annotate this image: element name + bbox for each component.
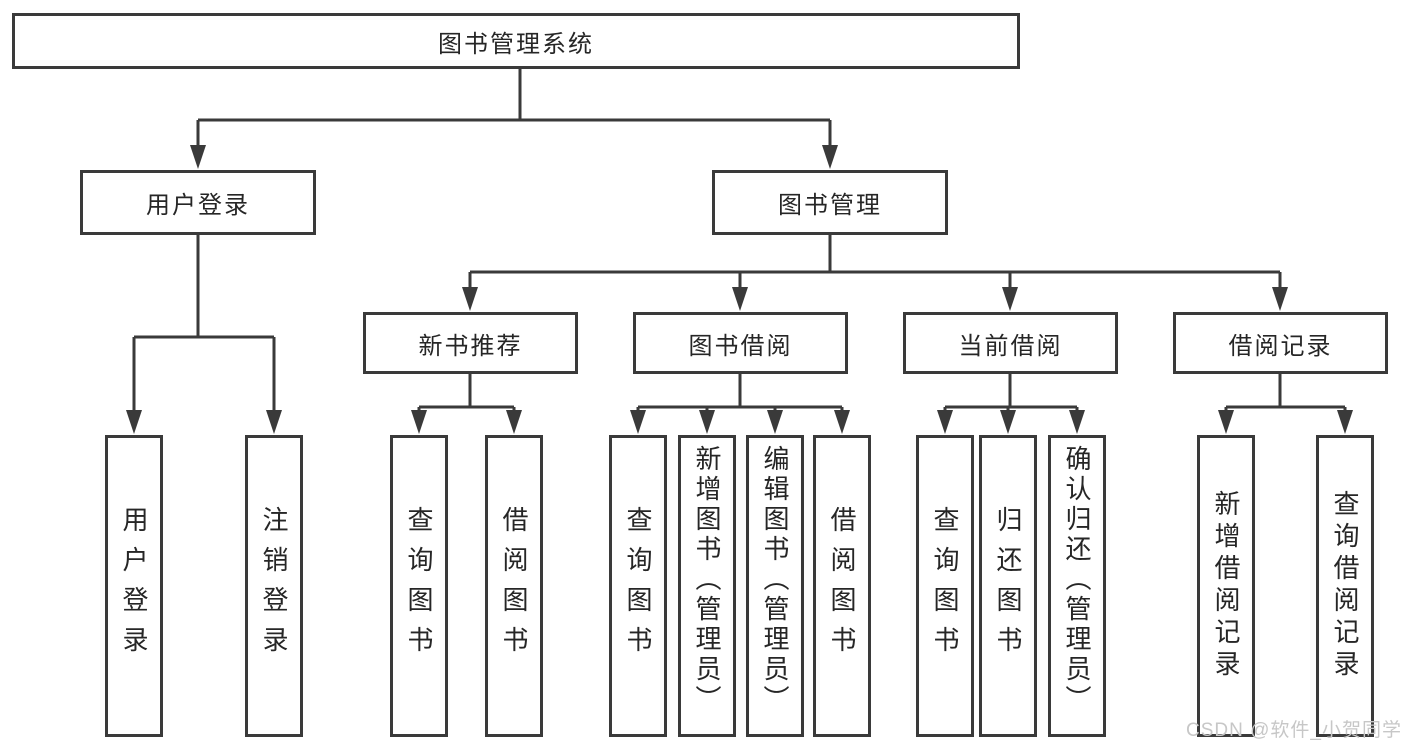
leaf-label: 注销登录 <box>259 506 289 666</box>
connector-userlogin-to-leaves <box>132 235 276 415</box>
arrowhead <box>126 410 142 434</box>
leaf-label: 查询借阅记录 <box>1330 490 1360 682</box>
arrowhead <box>190 145 206 169</box>
arrowhead <box>937 410 953 434</box>
leaf-confirm-return-admin: 确认归还（管理员） <box>1048 435 1106 737</box>
arrowhead <box>1337 410 1353 434</box>
leaf-query-borrow-record: 查询借阅记录 <box>1316 435 1374 737</box>
leaf-logout: 注销登录 <box>245 435 303 737</box>
node-label: 用户登录 <box>146 192 250 219</box>
connector-newbook-to-leaves <box>417 374 516 416</box>
connector-root-to-level2 <box>196 69 832 150</box>
node-label: 当前借阅 <box>958 332 1063 360</box>
node-borrowing-records: 借阅记录 <box>1173 312 1388 374</box>
leaf-label: 用户登录 <box>119 506 149 666</box>
node-new-book-recommendation: 新书推荐 <box>363 312 578 374</box>
node-label: 新书推荐 <box>418 332 523 360</box>
leaf-query-books-current: 查询图书 <box>916 435 974 737</box>
leaf-add-book-admin: 新增图书（管理员） <box>678 435 736 737</box>
node-label: 图书管理 <box>778 192 882 219</box>
leaf-label: 查询图书 <box>930 506 960 666</box>
arrowhead <box>1218 410 1234 434</box>
leaf-label: 借阅图书 <box>499 506 529 666</box>
leaf-label: 归还图书 <box>993 506 1023 666</box>
leaf-query-books-borrow: 查询图书 <box>609 435 667 737</box>
leaf-label: 查询图书 <box>404 506 434 666</box>
arrowhead <box>1272 287 1288 311</box>
node-current-borrowing: 当前借阅 <box>903 312 1118 374</box>
arrowhead <box>1069 410 1085 434</box>
arrowhead <box>1000 410 1016 434</box>
leaf-label: 编辑图书（管理员） <box>760 445 790 715</box>
connector-bookborrow-to-leaves <box>636 374 844 416</box>
connector-currentborrow-to-leaves <box>943 374 1079 416</box>
node-book-management: 图书管理 <box>712 170 948 235</box>
leaf-label: 借阅图书 <box>827 506 857 666</box>
arrowhead <box>506 410 522 434</box>
node-user-login: 用户登录 <box>80 170 316 235</box>
arrowhead <box>732 287 748 311</box>
arrowhead <box>834 410 850 434</box>
connector-records-to-leaves <box>1224 374 1347 416</box>
node-label: 图书借阅 <box>688 332 793 360</box>
leaf-borrow-books-borrow: 借阅图书 <box>813 435 871 737</box>
leaf-query-books-newbook: 查询图书 <box>390 435 448 737</box>
arrowhead <box>411 410 427 434</box>
arrowhead <box>767 410 783 434</box>
arrowhead <box>462 287 478 311</box>
leaf-add-borrow-record: 新增借阅记录 <box>1197 435 1255 737</box>
leaf-edit-book-admin: 编辑图书（管理员） <box>746 435 804 737</box>
leaf-label: 确认归还（管理员） <box>1062 445 1092 715</box>
arrowhead <box>822 145 838 169</box>
leaf-label: 新增借阅记录 <box>1211 490 1241 682</box>
leaf-user-login: 用户登录 <box>105 435 163 737</box>
arrowhead <box>1002 287 1018 311</box>
leaf-borrow-books-newbook: 借阅图书 <box>485 435 543 737</box>
arrowhead <box>699 410 715 434</box>
node-library-management-system: 图书管理系统 <box>12 13 1020 69</box>
csdn-watermark: CSDN @软件_小贺同学 <box>1186 720 1402 741</box>
connector-bookmgmt-to-level3 <box>468 235 1282 293</box>
arrowhead <box>630 410 646 434</box>
node-label: 借阅记录 <box>1228 332 1333 360</box>
arrowhead <box>266 410 282 434</box>
node-book-borrowing: 图书借阅 <box>633 312 848 374</box>
leaf-return-book: 归还图书 <box>979 435 1037 737</box>
leaf-label: 新增图书（管理员） <box>692 445 722 715</box>
node-label: 图书管理系统 <box>438 30 594 58</box>
leaf-label: 查询图书 <box>623 506 653 666</box>
